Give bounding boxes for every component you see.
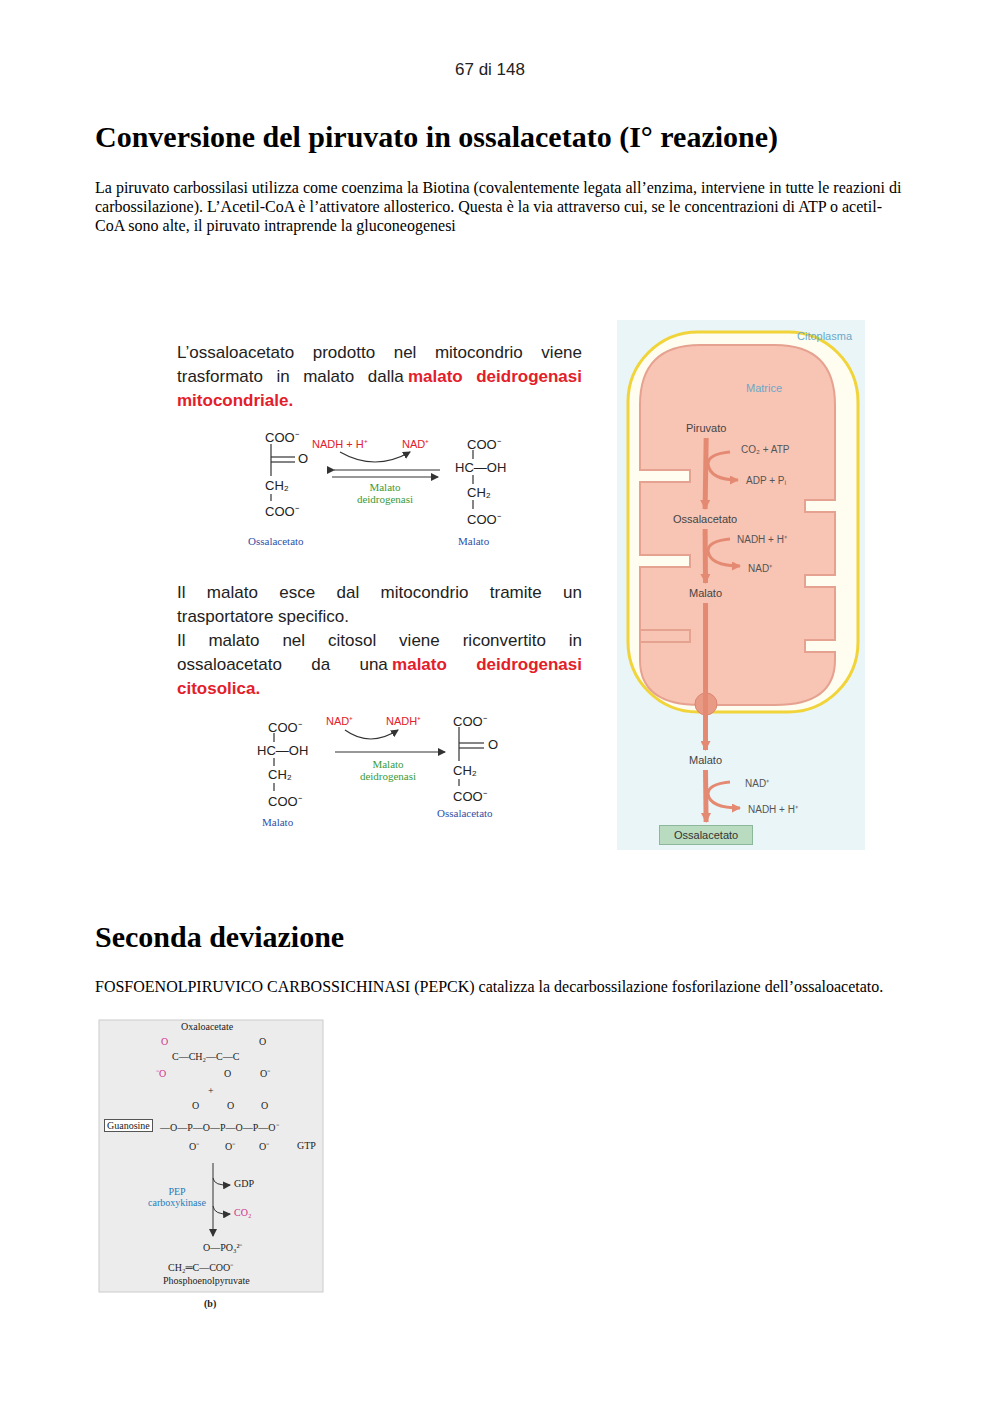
inner-membrane: [640, 345, 835, 705]
enzyme-label: PEP carboxykinase: [146, 1186, 208, 1208]
formula: O⁻: [260, 1066, 270, 1080]
reactant: CO₂ + ATP: [741, 444, 789, 455]
page-heading: Conversione del piruvato in ossalacetato…: [95, 120, 778, 154]
figure-panel: [99, 1020, 323, 1292]
formula: COO⁻: [268, 792, 302, 810]
reactant: ADP + Pᵢ: [746, 475, 786, 486]
formula: +: [208, 1085, 214, 1096]
pep-arrows: [213, 1163, 230, 1236]
formula: O: [192, 1100, 199, 1111]
panel-paragraph: Il malato nel citosol viene riconvertito…: [177, 629, 582, 701]
formula: —O—P—O—P—O—P—O⁻: [160, 1120, 279, 1134]
formula: HC—OH: [455, 460, 506, 475]
formula: CH₂: [265, 478, 289, 493]
formula: CH₂: [453, 763, 477, 778]
enzyme-label: Malato deidrogenasi: [349, 481, 421, 505]
formula: O: [161, 1036, 168, 1047]
formula: O⁻: [189, 1139, 199, 1153]
product: CO₂: [234, 1207, 251, 1218]
flow-arrow: [703, 770, 709, 822]
section-heading: Seconda deviazione: [95, 920, 344, 954]
formula: O⁻: [259, 1139, 269, 1153]
panel-letter: (b): [204, 1298, 216, 1309]
product-box: Ossalacetato: [659, 825, 753, 845]
formula: COO⁻: [268, 718, 302, 736]
formula: O: [259, 1036, 266, 1047]
guanosine-box: Guanosine: [104, 1119, 153, 1132]
reactant: NAD⁺: [748, 561, 772, 575]
reactant: NADH + H⁺: [737, 532, 787, 546]
body-text: La piruvato carbossilasi utilizza come c…: [95, 178, 905, 235]
formula: O: [298, 451, 308, 466]
formula: GTP: [297, 1140, 316, 1151]
panel-text: Il malato esce dal mitocondrio tramite u…: [177, 583, 582, 626]
formula: COO⁻: [453, 787, 487, 805]
flow-arrow: [703, 603, 708, 750]
node-label: Ossalacetato: [673, 513, 737, 525]
formula: O: [488, 737, 498, 752]
formula: O⁻: [225, 1139, 235, 1153]
cytoplasm-panel: [617, 320, 865, 850]
metabolite-node: Malato: [687, 586, 724, 600]
panel-paragraph: Il malato esce dal mitocondrio tramite u…: [177, 581, 582, 629]
compound-name: Malato: [458, 535, 489, 547]
reactant: NAD⁺: [745, 776, 769, 790]
reactant: NADH + H⁺: [748, 802, 798, 816]
metabolite-node: Malato: [687, 753, 724, 767]
formula: COO⁻: [265, 428, 299, 446]
flow-arrow: [705, 438, 706, 509]
figure-text: Oxaloacetate: [181, 1021, 233, 1032]
formula: O: [224, 1068, 231, 1079]
panel-paragraph: L’ossaloacetato prodotto nel mitocondrio…: [177, 341, 582, 413]
cofactor: NAD⁺: [402, 436, 429, 451]
node-label: Malato: [689, 754, 722, 766]
matrix-region: MatricePiruvatoOssalacetatoMalato: [640, 345, 835, 705]
node-label: Ossalacetato: [674, 829, 738, 841]
formula: HC—OH: [257, 743, 308, 758]
page-number: 67 di 148: [455, 60, 525, 80]
cofactor: NAD⁺: [326, 713, 353, 728]
compound-name: Malato: [262, 816, 293, 828]
formula: COO⁻: [467, 510, 501, 528]
formula: CH₂: [268, 767, 292, 782]
region-label: Matrice: [746, 382, 782, 394]
body-text: FOSFOENOLPIRUVICO CARBOSSICHINASI (PEPCK…: [95, 977, 895, 996]
cofactor: NADH⁺: [386, 713, 421, 728]
figure-text: Phosphoenolpyruvate: [163, 1275, 250, 1286]
metabolite-node: Piruvato: [684, 421, 728, 435]
node-label: Malato: [689, 587, 722, 599]
formula: ⁻O: [156, 1066, 166, 1080]
formula: O—PO₃²⁻: [203, 1240, 243, 1254]
compound-name: Ossalacetato: [437, 807, 493, 819]
formula: COO⁻: [265, 502, 299, 520]
cytoplasm-region: CitoplasmaMatricePiruvatoOssalacetatoMal…: [617, 320, 865, 850]
formula: COO⁻: [467, 435, 501, 453]
cofactor: NADH + H⁺: [312, 436, 368, 451]
enzyme-label: Malato deidrogenasi: [352, 758, 424, 782]
metabolite-node: Ossalacetato: [671, 512, 739, 526]
formula: COO⁻: [453, 712, 487, 730]
node-label: Piruvato: [686, 422, 726, 434]
flow-arrow: [703, 529, 708, 583]
formula: O: [227, 1100, 234, 1111]
formula: O: [261, 1100, 268, 1111]
product: GDP: [234, 1178, 254, 1189]
outer-membrane: [628, 332, 858, 712]
formula: CH₂═C—COO⁻: [168, 1260, 233, 1274]
region-label: Citoplasma: [797, 330, 852, 342]
formula: CH₂: [467, 485, 491, 500]
formula: C—CH₂—C—C: [172, 1051, 239, 1062]
compound-name: Ossalacetato: [248, 535, 304, 547]
